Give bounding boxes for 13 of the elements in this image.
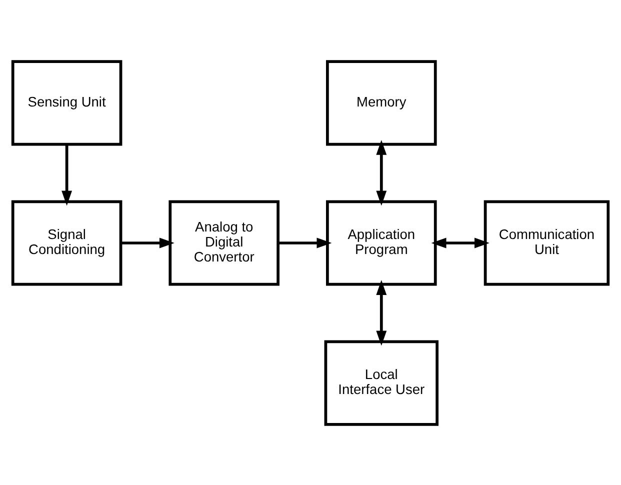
node-box: Application Program bbox=[326, 200, 437, 286]
arrow bbox=[431, 237, 490, 248]
arrow bbox=[120, 237, 174, 248]
node-box: Sensing Unit bbox=[11, 60, 122, 146]
arrow bbox=[376, 139, 387, 206]
arrow bbox=[376, 280, 387, 346]
arrow bbox=[62, 144, 72, 206]
node-box: Analog to Digital Convertor bbox=[168, 200, 280, 286]
node-box: Signal Conditioning bbox=[11, 200, 122, 286]
node-box: Memory bbox=[326, 60, 437, 146]
node-box: Communication Unit bbox=[484, 200, 610, 286]
arrow bbox=[278, 237, 332, 248]
node-box: Local Interface User bbox=[324, 340, 439, 426]
